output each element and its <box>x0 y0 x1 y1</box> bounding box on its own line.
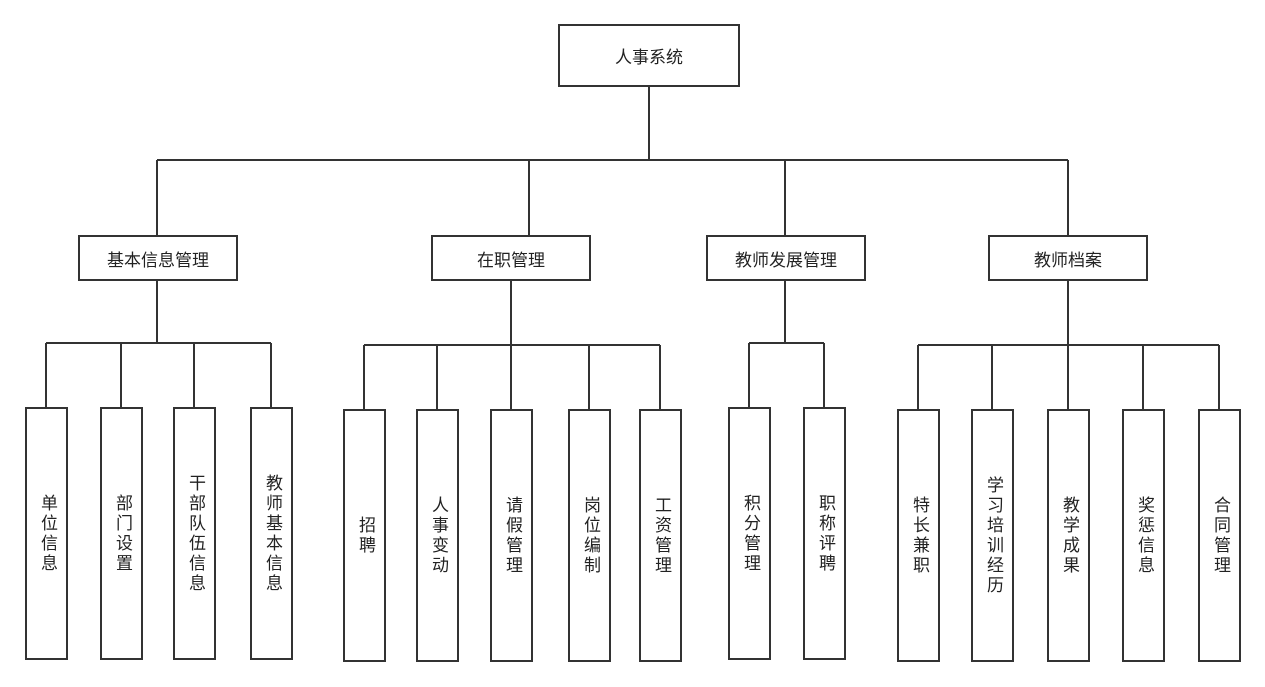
leaf-label: 部门设置 <box>112 493 132 574</box>
leaf-node: 学习培训经历 <box>971 409 1014 662</box>
leaf-node: 招聘 <box>343 409 386 662</box>
connector-branch-0 <box>45 280 272 407</box>
leaf-node: 请假管理 <box>490 409 533 662</box>
connector-branch-2 <box>748 280 825 407</box>
branch-node-basic-info: 基本信息管理 <box>78 235 238 281</box>
leaf-label: 教师基本信息 <box>262 473 282 594</box>
leaf-label: 特长兼职 <box>909 495 929 576</box>
leaf-label: 职称评聘 <box>815 493 835 574</box>
branch-node-in-service: 在职管理 <box>431 235 591 281</box>
branch-label: 基本信息管理 <box>107 250 209 271</box>
leaf-node: 人事变动 <box>416 409 459 662</box>
leaf-label: 积分管理 <box>740 493 760 574</box>
leaf-label: 招聘 <box>355 515 375 556</box>
leaf-label: 请假管理 <box>502 495 522 576</box>
leaf-node: 奖惩信息 <box>1122 409 1165 662</box>
leaf-label: 学习培训经历 <box>983 475 1003 596</box>
leaf-label: 单位信息 <box>37 493 57 574</box>
leaf-node: 特长兼职 <box>897 409 940 662</box>
connector-branch-3 <box>917 280 1220 409</box>
leaf-node: 干部队伍信息 <box>173 407 216 660</box>
leaf-node: 积分管理 <box>728 407 771 660</box>
branch-label: 教师发展管理 <box>735 250 837 271</box>
leaf-label: 教学成果 <box>1059 495 1079 576</box>
branch-node-teacher-development: 教师发展管理 <box>706 235 866 281</box>
leaf-node: 部门设置 <box>100 407 143 660</box>
branch-label: 在职管理 <box>477 250 545 271</box>
root-label: 人事系统 <box>615 48 683 68</box>
leaf-label: 合同管理 <box>1210 495 1230 576</box>
leaf-node: 工资管理 <box>639 409 682 662</box>
leaf-node: 合同管理 <box>1198 409 1241 662</box>
leaf-label: 工资管理 <box>651 495 671 576</box>
leaf-node: 单位信息 <box>25 407 68 660</box>
leaf-node: 职称评聘 <box>803 407 846 660</box>
leaf-label: 人事变动 <box>428 495 448 576</box>
leaf-label: 奖惩信息 <box>1134 495 1154 576</box>
leaf-label: 岗位编制 <box>580 495 600 576</box>
branch-label: 教师档案 <box>1034 250 1102 271</box>
leaf-label: 干部队伍信息 <box>185 473 205 594</box>
leaf-node: 岗位编制 <box>568 409 611 662</box>
branch-node-teacher-archive: 教师档案 <box>988 235 1148 281</box>
leaf-node: 教学成果 <box>1047 409 1090 662</box>
leaf-node: 教师基本信息 <box>250 407 293 660</box>
root-node: 人事系统 <box>558 24 740 87</box>
connector-branch-1 <box>363 280 661 409</box>
connector-root <box>156 86 1069 235</box>
